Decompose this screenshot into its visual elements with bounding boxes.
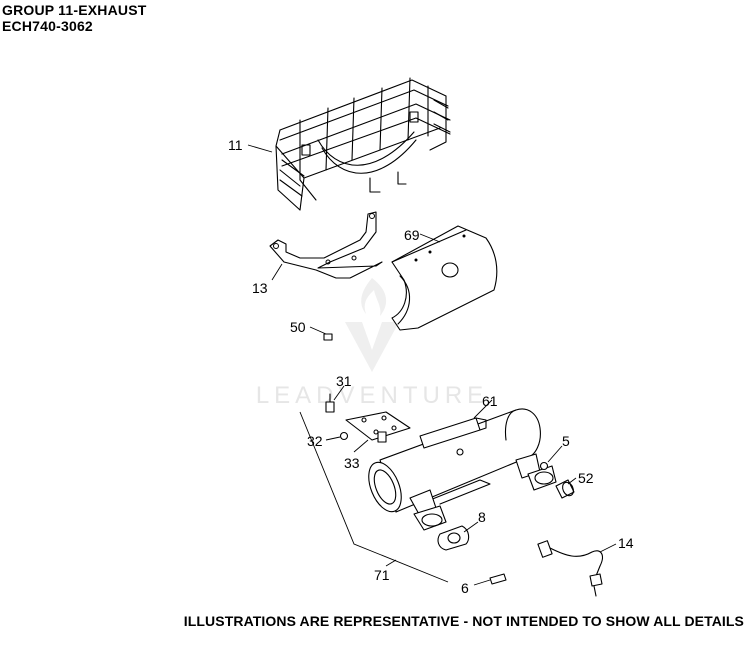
part-32-nut xyxy=(339,431,349,441)
part-50-screw xyxy=(323,333,333,341)
part-6-stud xyxy=(489,573,507,585)
callout-52: 52 xyxy=(578,470,594,486)
part-11-wire-guard xyxy=(275,77,451,211)
leader-5 xyxy=(547,445,563,463)
part-71-assembly-bracket xyxy=(299,411,449,583)
watermark-text: LEADVENTURE xyxy=(256,382,488,409)
part-8-gasket xyxy=(437,525,470,551)
leader-11 xyxy=(247,144,273,153)
part-5-nut xyxy=(539,461,549,471)
leader-32 xyxy=(325,436,341,441)
part-33-plate xyxy=(345,411,411,443)
leader-13 xyxy=(271,263,283,281)
callout-13: 13 xyxy=(252,280,268,296)
part-61-muffler xyxy=(368,408,557,531)
leader-71 xyxy=(385,559,397,567)
part-52-tail-pipe xyxy=(555,479,575,499)
leader-31 xyxy=(333,385,345,401)
disclaimer-footer: ILLUSTRATIONS ARE REPRESENTATIVE - NOT I… xyxy=(183,613,744,629)
leader-69 xyxy=(419,233,441,243)
part-13-bracket xyxy=(269,211,383,279)
callout-32: 32 xyxy=(307,433,323,449)
diagram-header: GROUP 11-EXHAUST ECH740-3062 xyxy=(2,2,147,34)
callout-33: 33 xyxy=(344,455,360,471)
part-31-bolt xyxy=(325,393,335,413)
callout-31: 31 xyxy=(336,373,352,389)
leader-33 xyxy=(353,439,369,453)
callout-11: 11 xyxy=(228,137,243,153)
leader-50 xyxy=(309,326,327,335)
callout-8: 8 xyxy=(478,509,486,525)
callout-5: 5 xyxy=(562,433,570,449)
callout-71: 71 xyxy=(374,567,390,583)
leader-14 xyxy=(599,543,617,553)
callout-14: 14 xyxy=(618,535,634,551)
part-69-heat-shield xyxy=(391,225,498,331)
watermark: LEADVENTURE xyxy=(256,278,488,409)
leader-8 xyxy=(463,521,479,533)
leader-6 xyxy=(473,579,491,586)
model-number: ECH740-3062 xyxy=(2,18,93,34)
callout-61: 61 xyxy=(482,393,498,409)
callout-6: 6 xyxy=(461,580,469,596)
part-14-oxygen-sensor xyxy=(537,540,603,597)
group-title: GROUP 11-EXHAUST xyxy=(2,2,147,18)
leader-52 xyxy=(567,477,577,485)
flame-logo-icon xyxy=(345,278,399,372)
leader-61 xyxy=(473,399,493,419)
callout-50: 50 xyxy=(290,319,306,335)
callout-69: 69 xyxy=(404,227,420,243)
